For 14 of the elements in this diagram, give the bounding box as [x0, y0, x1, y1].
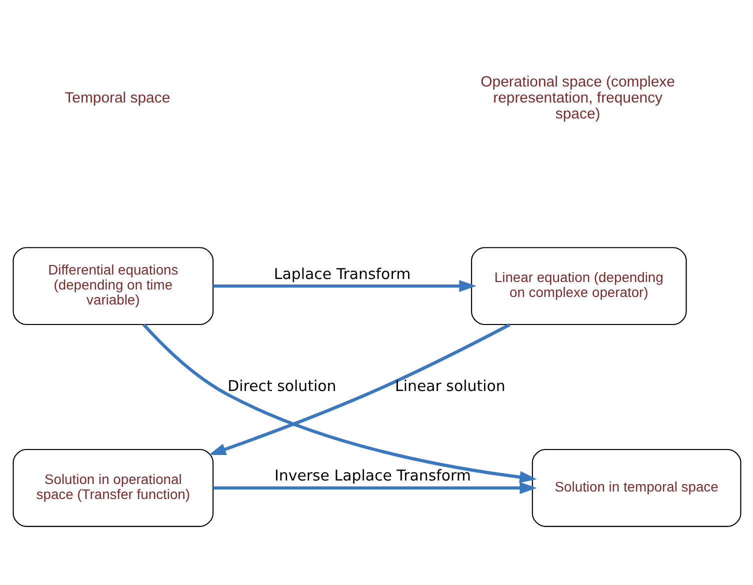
edge-label: Linear solution — [394, 376, 505, 394]
arrow — [208, 322, 510, 455]
arrow — [212, 280, 476, 292]
edge-label: Laplace Transform — [273, 264, 410, 282]
edge-label: Inverse Laplace Transform — [274, 466, 470, 484]
arrow — [142, 322, 536, 483]
label: Operational space (complexe representation, frequency space) — [480, 73, 674, 122]
label: Temporal space — [64, 89, 170, 106]
arrow — [212, 481, 536, 494]
node-box: Solution in temporal space — [531, 448, 741, 526]
node-box: Solution in operational space (Transfer function) — [12, 448, 214, 526]
edge-label: Direct solution — [227, 376, 336, 394]
node-box: Linear equation (depending on complexe operator) — [470, 246, 686, 325]
node-box: Differential equations (depending on time variable) — [12, 246, 214, 325]
